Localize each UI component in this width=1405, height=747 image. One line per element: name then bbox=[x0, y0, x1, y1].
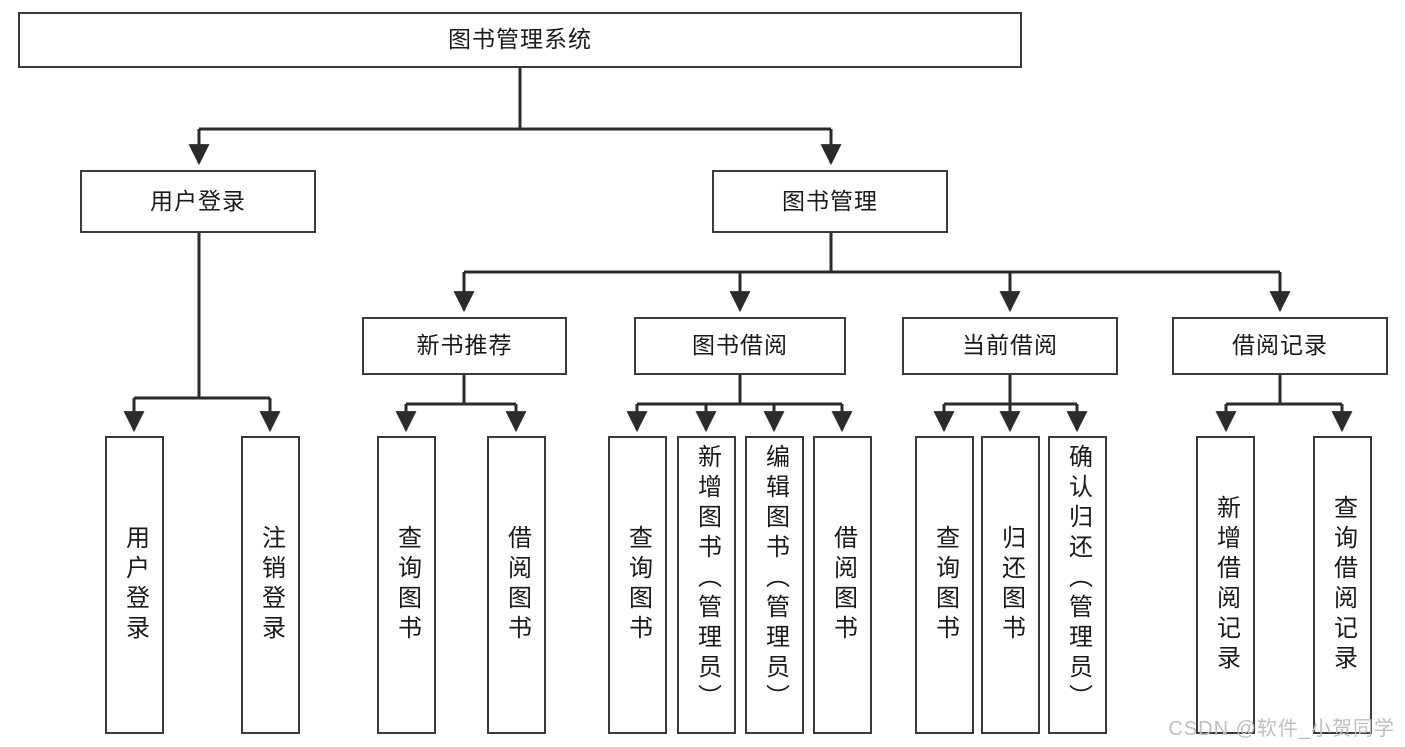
leaf-recommend-query-book[interactable]: 查询图书 bbox=[377, 436, 436, 734]
node-current-borrow[interactable]: 当前借阅 bbox=[902, 317, 1118, 375]
node-borrow-record[interactable]: 借阅记录 bbox=[1172, 317, 1388, 375]
leaf-record-add-record-label: 新增借阅记录 bbox=[1212, 495, 1240, 675]
node-root-system[interactable]: 图书管理系统 bbox=[18, 12, 1022, 68]
node-book-management[interactable]: 图书管理 bbox=[712, 170, 948, 233]
node-book-borrow[interactable]: 图书借阅 bbox=[634, 317, 846, 375]
leaf-record-query-record[interactable]: 查询借阅记录 bbox=[1313, 436, 1372, 734]
leaf-record-query-record-label: 查询借阅记录 bbox=[1329, 495, 1357, 675]
leaf-borrow-borrow-book[interactable]: 借阅图书 bbox=[813, 436, 872, 734]
node-root-system-label: 图书管理系统 bbox=[448, 26, 592, 53]
leaf-current-confirm-return-label: 确认归还（管理员） bbox=[1064, 444, 1092, 714]
node-book-borrow-label: 图书借阅 bbox=[692, 332, 788, 359]
leaf-recommend-borrow-book-label: 借阅图书 bbox=[503, 525, 531, 645]
leaf-borrow-add-book[interactable]: 新增图书（管理员） bbox=[677, 436, 736, 734]
leaf-current-return-book[interactable]: 归还图书 bbox=[981, 436, 1040, 734]
node-new-book-recommend[interactable]: 新书推荐 bbox=[362, 317, 567, 375]
leaf-record-add-record[interactable]: 新增借阅记录 bbox=[1196, 436, 1255, 734]
leaf-current-confirm-return[interactable]: 确认归还（管理员） bbox=[1048, 436, 1107, 734]
leaf-current-query-book[interactable]: 查询图书 bbox=[915, 436, 974, 734]
leaf-user-login-signout[interactable]: 注销登录 bbox=[241, 436, 300, 734]
node-user-login[interactable]: 用户登录 bbox=[80, 170, 316, 233]
leaf-borrow-edit-book[interactable]: 编辑图书（管理员） bbox=[745, 436, 804, 734]
leaf-borrow-add-book-label: 新增图书（管理员） bbox=[693, 444, 721, 714]
leaf-user-login-signout-label: 注销登录 bbox=[257, 525, 285, 645]
node-borrow-record-label: 借阅记录 bbox=[1232, 332, 1328, 359]
leaf-recommend-borrow-book[interactable]: 借阅图书 bbox=[487, 436, 546, 734]
node-new-book-recommend-label: 新书推荐 bbox=[416, 332, 513, 359]
leaf-borrow-query-book-label: 查询图书 bbox=[624, 525, 652, 645]
leaf-recommend-query-book-label: 查询图书 bbox=[393, 525, 421, 645]
node-current-borrow-label: 当前借阅 bbox=[962, 332, 1058, 359]
leaf-borrow-edit-book-label: 编辑图书（管理员） bbox=[761, 444, 789, 714]
leaf-current-query-book-label: 查询图书 bbox=[931, 525, 959, 645]
leaf-user-login-signin-label: 用户登录 bbox=[121, 525, 149, 645]
leaf-user-login-signin[interactable]: 用户登录 bbox=[105, 436, 164, 734]
node-user-login-label: 用户登录 bbox=[150, 187, 246, 214]
node-book-management-label: 图书管理 bbox=[782, 187, 878, 214]
leaf-current-return-book-label: 归还图书 bbox=[997, 525, 1025, 645]
leaf-borrow-query-book[interactable]: 查询图书 bbox=[608, 436, 667, 734]
leaf-borrow-borrow-book-label: 借阅图书 bbox=[829, 525, 857, 645]
